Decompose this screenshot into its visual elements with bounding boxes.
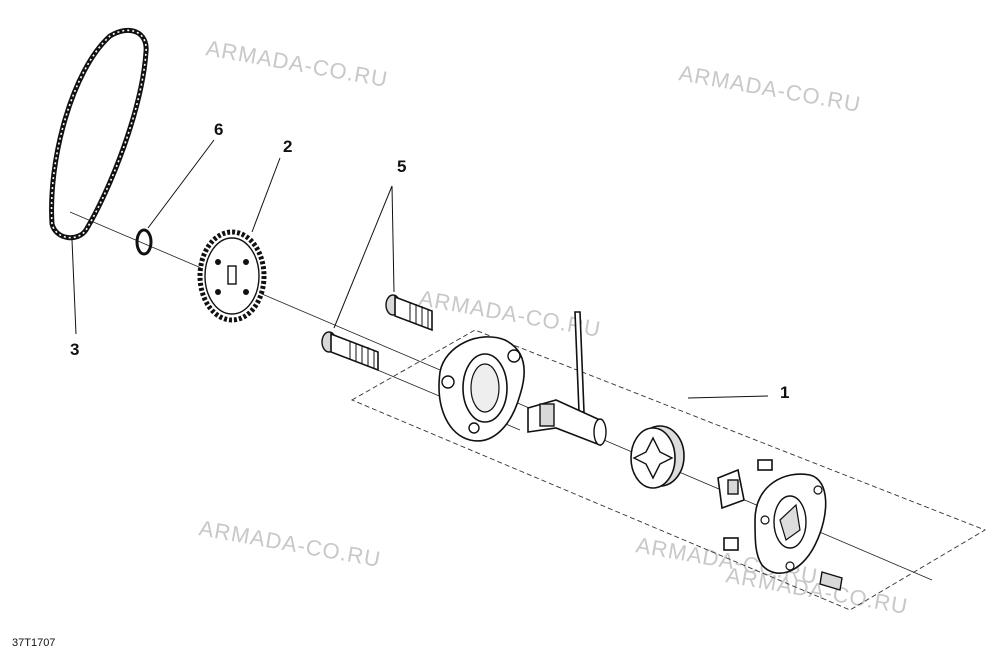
- drive-chain: [49, 28, 149, 241]
- callout-5: 5: [397, 157, 406, 176]
- watermark-1: ARMADA-CO.RU: [204, 35, 390, 92]
- inner-gear-piece: [717, 459, 773, 510]
- leader-6: [147, 139, 215, 229]
- figure-id: 37T1707: [12, 637, 55, 649]
- pump-cover: [754, 473, 827, 574]
- dowel-pin: [723, 537, 739, 551]
- leader-1: [687, 395, 769, 399]
- pump-shaft: [527, 311, 607, 447]
- cover-screw: [819, 571, 843, 591]
- pump-housing: [438, 336, 525, 442]
- callout-2: 2: [283, 137, 292, 156]
- watermark-4: ARMADA-CO.RU: [197, 515, 383, 572]
- pump-rotor: [630, 425, 685, 489]
- leader-3: [71, 239, 77, 335]
- callout-1: 1: [780, 383, 789, 402]
- pump-group-boundary: [350, 329, 987, 611]
- callout-3: 3: [70, 340, 79, 359]
- leader-5b: [333, 185, 393, 329]
- callout-6: 6: [214, 120, 223, 139]
- circlip-ring: [135, 228, 153, 256]
- bolt-upper: [385, 294, 433, 332]
- watermark-2: ARMADA-CO.RU: [677, 60, 863, 117]
- leader-5a: [391, 185, 395, 293]
- bolt-lower: [321, 331, 379, 372]
- sprocket-gear: [197, 229, 267, 323]
- leader-2: [251, 157, 281, 233]
